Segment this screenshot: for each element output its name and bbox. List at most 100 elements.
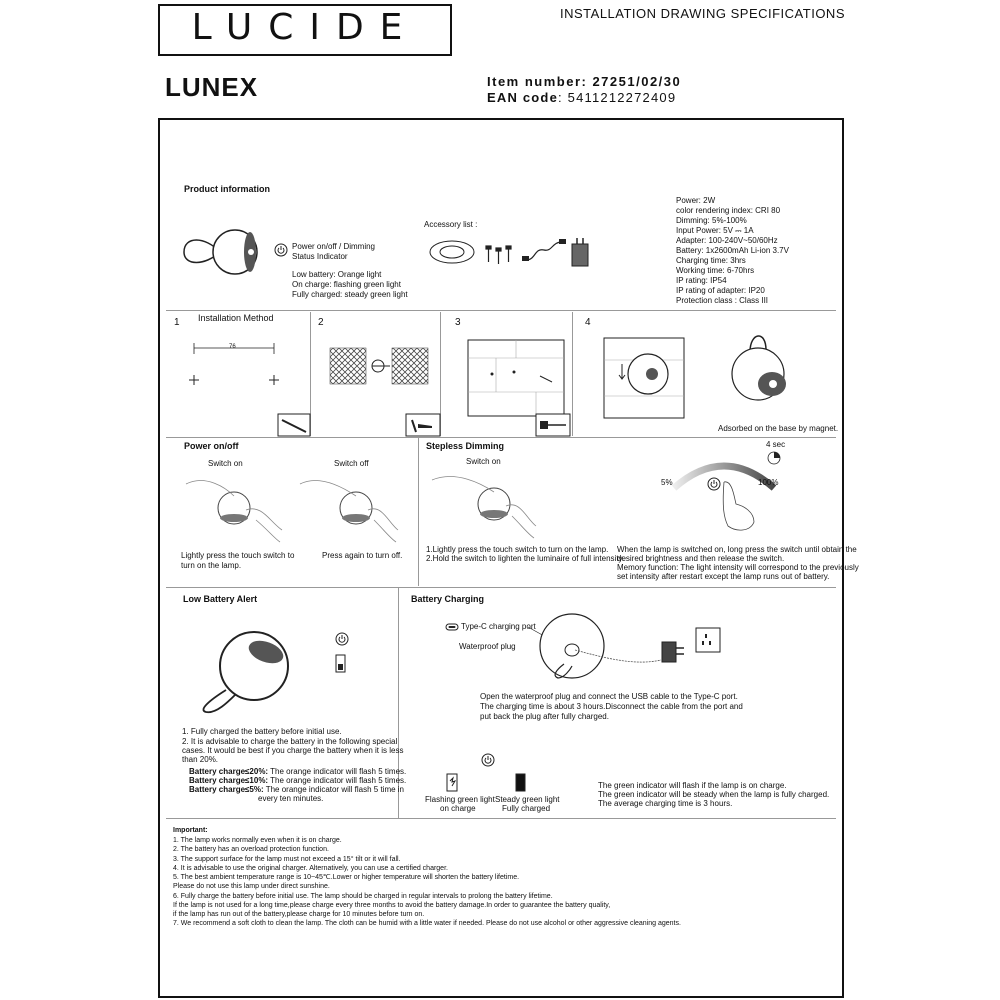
divider-step-2 [310,312,311,436]
divider-step-4 [572,312,573,436]
dimming-max-label: 100% [758,478,779,487]
accessory-screws-icon [485,245,512,264]
dimming-step-2: 2.Hold the switch to lighten the luminai… [426,554,625,563]
charging-instruction-3: put back the plug after fully charged. [480,712,609,721]
alert-20-label: Battery charge≤20%: [189,767,269,776]
alert-10-label: Battery charge≤10%: [189,776,269,785]
divider-step-3 [440,312,441,436]
switch-on-label: Switch on [208,459,243,468]
brand-logo: LUCIDE [191,7,419,48]
charging-power-button-icon [481,753,495,767]
power-off-caption: Press again to turn off. [322,551,403,560]
divider-installation [166,310,836,311]
lamp-magnet-drawing [731,335,786,401]
power-title: Power on/off [184,441,239,451]
finger-press-drawing [722,481,755,531]
important-line-3: 3. The support surface for the lamp must… [173,856,401,863]
alert-5-text: The orange indicator will flash 5 time i… [265,785,405,794]
step-number-2: 2 [318,317,324,328]
low-battery-title: Low Battery Alert [183,594,258,604]
power-on-caption-2: turn on the lamp. [181,561,242,570]
lamp-side-icon [183,229,258,275]
wall-socket-icon [695,627,721,653]
important-line-2: 2. The battery has an overload protectio… [173,846,329,853]
orange-indicator-icon [335,654,346,673]
accessory-label: Accessory list : [424,220,478,229]
product-name: LUNEX [165,72,259,102]
screwdriver-icon [535,413,571,437]
hand-press-on-drawing [185,480,283,543]
flash-label-2: on charge [440,804,476,813]
timer-icon [767,451,781,465]
spec-working-time: Working time: 6-70hrs [676,266,755,275]
wall-plug-drawing [329,347,429,385]
divider-power-dimming [418,438,419,586]
steady-label-1: Steady green light [495,795,560,804]
flashing-green-indicator-icon [446,773,458,792]
low-battery-note-1: 1. Fully charged the battery before init… [182,727,342,736]
dimming-desc-3: Memory function: The light intensity wil… [617,563,859,572]
dimming-title: Stepless Dimming [426,441,505,451]
steady-label-2: Fully charged [502,804,551,813]
divider-battery [166,587,836,588]
important-line-4: 4. It is advisable to use the original c… [173,865,448,872]
lamp-wall-attach-drawing [603,337,685,419]
item-number: Item number: 27251/02/30 [487,74,682,89]
indicator-note-2: The green indicator will be steady when … [598,790,830,799]
status-charging: On charge: flashing green light [292,280,401,289]
hold-time-label: 4 sec [766,440,786,449]
spec-title: INSTALLATION DRAWING SPECIFICATIONS [560,6,845,21]
alert-5: Battery charge≤5%: The orange indicator … [189,785,404,795]
important-line-1: 1. The lamp works normally even when it … [173,837,342,844]
alert-5-label: Battery charge≤5%: [189,785,264,794]
divider-battery-charging [398,588,399,818]
hand-press-off-drawing [299,480,399,543]
low-battery-note-3: cases. It would be best if you charge th… [182,746,404,755]
lamp-low-battery-drawing [202,631,289,714]
divider-important [166,818,836,819]
important-line-10: 7. We recommend a soft cloth to clean th… [173,920,681,927]
flash-label-1: Flashing green light [425,795,495,804]
indicator-note-3: The average charging time is 3 hours. [598,799,733,808]
alert-10: Battery charge≤10%: The orange indicator… [189,776,406,786]
dimension-label: 76 [229,344,236,350]
alert-10-text: The orange indicator will flash 5 times. [270,776,407,785]
charging-instruction-2: The charging time is about 3 hours.Disco… [480,702,743,711]
accessory-adapter-icon [571,238,589,267]
status-full: Fully charged: steady green light [292,290,408,299]
spec-power: Power: 2W [676,196,716,205]
drawing-frame [158,118,844,998]
spec-input-power: Input Power: 5V ⎓ 1A [676,226,754,235]
indicator-note-1: The green indicator will flash if the la… [598,781,787,790]
type-c-label: Type-C charging port [461,622,536,631]
spec-adapter: Adapter: 100-240V~50/60Hz [676,236,778,245]
dimming-step-1: 1.Lightly press the touch switch to turn… [426,545,609,554]
power-on-caption-1: Lightly press the touch switch to [181,551,295,560]
status-low: Low battery: Orange light [292,270,382,279]
step-number-4: 4 [585,317,591,328]
dimming-power-button-icon [707,477,721,491]
dimming-arc-gradient [671,462,777,491]
spec-dimming: Dimming: 5%-100% [676,216,747,225]
important-line-5: 5. The best ambient temperature range is… [173,874,520,881]
wall-mount-drawing [467,339,565,417]
step-number-3: 3 [455,317,461,328]
dimming-desc-1: When the lamp is switched on, long press… [617,545,857,554]
logo-frame [158,4,452,56]
spec-charging-time: Charging time: 3hrs [676,256,746,265]
charging-instruction-1: Open the waterproof plug and connect the… [480,692,738,701]
charging-title: Battery Charging [411,594,485,604]
spec-cri: color rendering index: CRI 80 [676,206,781,215]
divider-power [166,437,836,438]
ean-value: : 5411212272409 [558,90,677,105]
type-c-port-icon [445,623,459,631]
low-battery-note-4: than 20%. [182,755,219,764]
alert-5-tail: every ten minutes. [258,794,324,803]
drill-bit-icon [277,413,311,437]
step-number-1: 1 [174,317,180,328]
product-info-title: Product information [184,184,270,194]
low-battery-power-icon [335,632,349,646]
spec-ip-rating: IP rating: IP54 [676,276,727,285]
callout-status: Status Indicator [292,252,348,261]
dimming-desc-2: desired brightness and then release the … [617,554,785,563]
